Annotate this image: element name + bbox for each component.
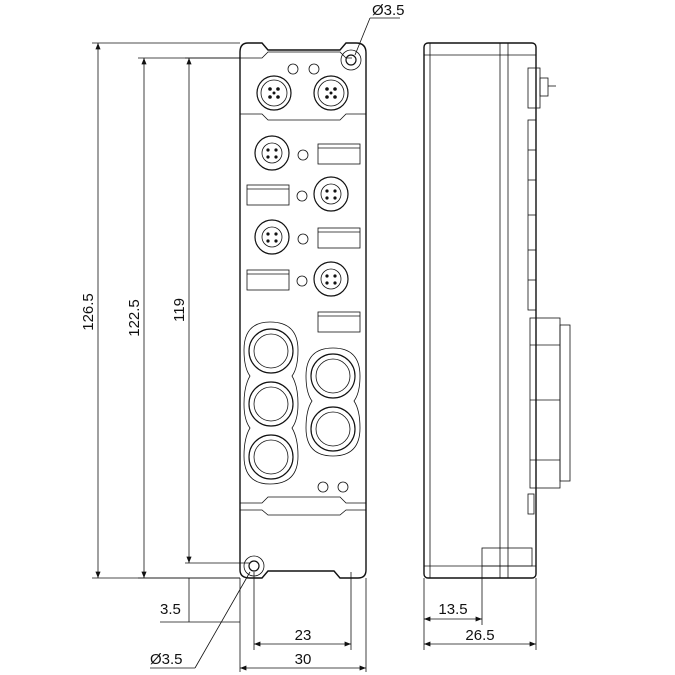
bottom-band bbox=[240, 509, 366, 516]
m8-connector bbox=[254, 135, 290, 171]
side-housing bbox=[423, 42, 537, 579]
side-power-profile bbox=[559, 324, 571, 482]
dim-offset-bottom: 3.5 bbox=[160, 601, 181, 618]
dim-width-inner: 23 bbox=[295, 627, 312, 644]
dim-height-holes: 122.5 bbox=[126, 299, 143, 337]
m8-connector bbox=[313, 261, 349, 297]
power-port bbox=[310, 353, 356, 399]
dim-width-overall: 30 bbox=[295, 651, 312, 668]
led bbox=[308, 63, 320, 75]
port-group-right bbox=[305, 347, 361, 457]
dimension-lines bbox=[92, 17, 537, 672]
led bbox=[337, 481, 349, 493]
port-group-left bbox=[243, 321, 299, 485]
label-field bbox=[317, 311, 361, 333]
bottom-divider bbox=[240, 496, 366, 504]
power-port bbox=[310, 406, 356, 452]
led bbox=[297, 149, 309, 161]
label-field bbox=[317, 227, 361, 249]
dim-hole-bottom: Ø3.5 bbox=[150, 651, 183, 668]
m8-connector bbox=[313, 176, 349, 212]
label-field bbox=[317, 143, 361, 165]
power-port bbox=[248, 434, 294, 480]
m12-connector bbox=[256, 75, 292, 111]
led bbox=[287, 63, 299, 75]
dim-depth-partial: 13.5 bbox=[438, 601, 467, 618]
front-housing-outline bbox=[239, 42, 367, 579]
power-port bbox=[248, 328, 294, 374]
m8-connector bbox=[254, 219, 290, 255]
front-view bbox=[239, 42, 367, 579]
dim-height-body: 119 bbox=[171, 298, 188, 322]
top-connector-divider bbox=[240, 113, 366, 121]
side-bottom-detail bbox=[481, 547, 533, 567]
dim-depth-overall: 26.5 bbox=[465, 627, 494, 644]
dim-hole-top: Ø3.5 bbox=[372, 2, 405, 19]
led bbox=[296, 275, 308, 287]
label-field bbox=[246, 184, 290, 206]
label-field bbox=[246, 269, 290, 291]
mounting-hole-top bbox=[340, 49, 362, 71]
led bbox=[296, 190, 308, 202]
led bbox=[297, 233, 309, 245]
side-view bbox=[423, 42, 571, 579]
led bbox=[317, 481, 329, 493]
power-port bbox=[248, 381, 294, 427]
dim-height-overall: 126.5 bbox=[80, 293, 97, 331]
side-connector-profile bbox=[539, 77, 549, 97]
m12-connector bbox=[313, 75, 349, 111]
